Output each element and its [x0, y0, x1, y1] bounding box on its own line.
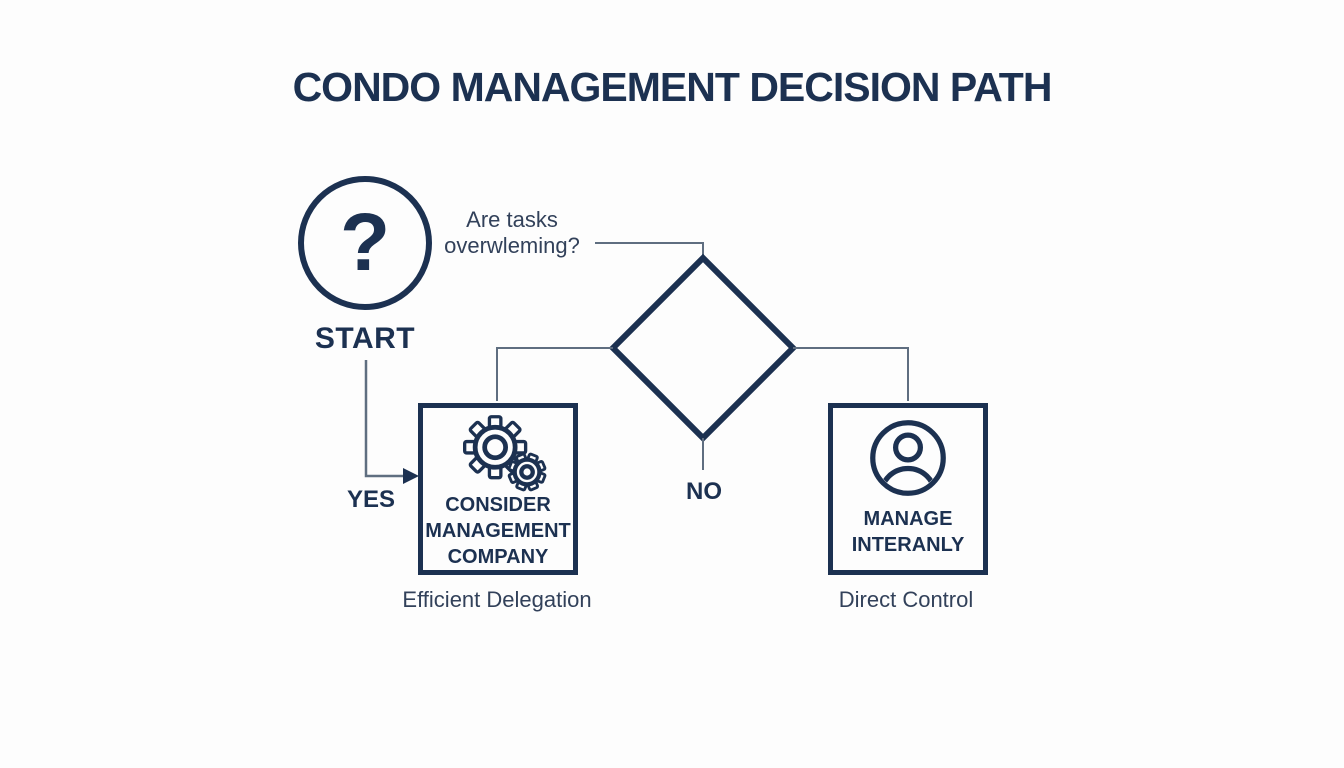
no-label: NO — [686, 478, 722, 505]
gears-icon — [463, 415, 547, 492]
decision-question-text: Are tasks overwleming? — [444, 207, 580, 258]
consider-management-company-label: CONSIDER MANAGEMENT COMPANY — [425, 494, 571, 568]
manage-internally-label: MANAGE INTERANLY — [851, 508, 965, 556]
small-gear-icon — [507, 452, 547, 492]
decision-diamond — [608, 253, 798, 443]
yes-label: YES — [346, 486, 396, 513]
start-label: START — [314, 322, 416, 355]
manage-internally-box: MANAGE INTERANLY — [828, 403, 988, 575]
person-outer-circle — [870, 420, 946, 496]
no-branch-caption: Direct Control — [838, 587, 974, 612]
diamond-right-connector — [793, 347, 909, 401]
large-gear-icon — [463, 415, 528, 480]
question-mark-icon: ? — [339, 197, 391, 288]
yes-branch-caption: Efficient Delegation — [402, 587, 592, 612]
yes-arrow-line — [364, 360, 405, 478]
person-icon — [870, 420, 946, 496]
diamond-left-connector — [496, 347, 613, 401]
consider-management-company-box: CONSIDER MANAGEMENT COMPANY — [418, 403, 578, 575]
question-connector-line — [595, 242, 704, 256]
yes-arrowhead — [403, 468, 419, 484]
person-head — [893, 432, 923, 463]
page-title: CONDO MANAGEMENT DECISION PATH — [292, 64, 1053, 110]
start-circle — [298, 176, 432, 310]
